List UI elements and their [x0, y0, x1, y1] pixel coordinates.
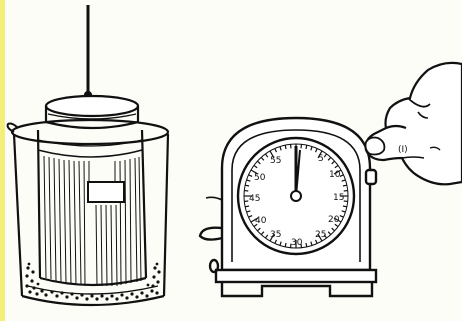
- dial-label-25: 25: [315, 230, 326, 240]
- dial-label-5: 5: [318, 154, 324, 164]
- dial-label-55: 55: [270, 156, 281, 166]
- dial-tick: [245, 185, 249, 186]
- beaker: [8, 5, 168, 305]
- hand-marking: (I): [398, 145, 408, 155]
- dial-label-30: 30: [291, 238, 303, 248]
- dial-tick: [245, 206, 249, 207]
- dial-tick: [285, 243, 286, 247]
- dial-label-15: 15: [333, 193, 344, 203]
- dial-tick: [306, 243, 307, 247]
- dial-tick: [285, 145, 286, 149]
- dial-label-35: 35: [270, 230, 281, 240]
- dial-label-20: 20: [328, 215, 340, 225]
- dial-tick: [343, 206, 347, 207]
- vessel-stripes: [44, 156, 141, 286]
- dial-tick: [343, 185, 347, 186]
- hand: [366, 63, 462, 184]
- dial-label-45: 45: [249, 194, 260, 204]
- dial-label-40: 40: [255, 216, 267, 226]
- vessel-label: [88, 182, 124, 202]
- dial-label-10: 10: [329, 170, 341, 180]
- dial-tick: [306, 145, 307, 149]
- dial-label-50: 50: [254, 173, 266, 183]
